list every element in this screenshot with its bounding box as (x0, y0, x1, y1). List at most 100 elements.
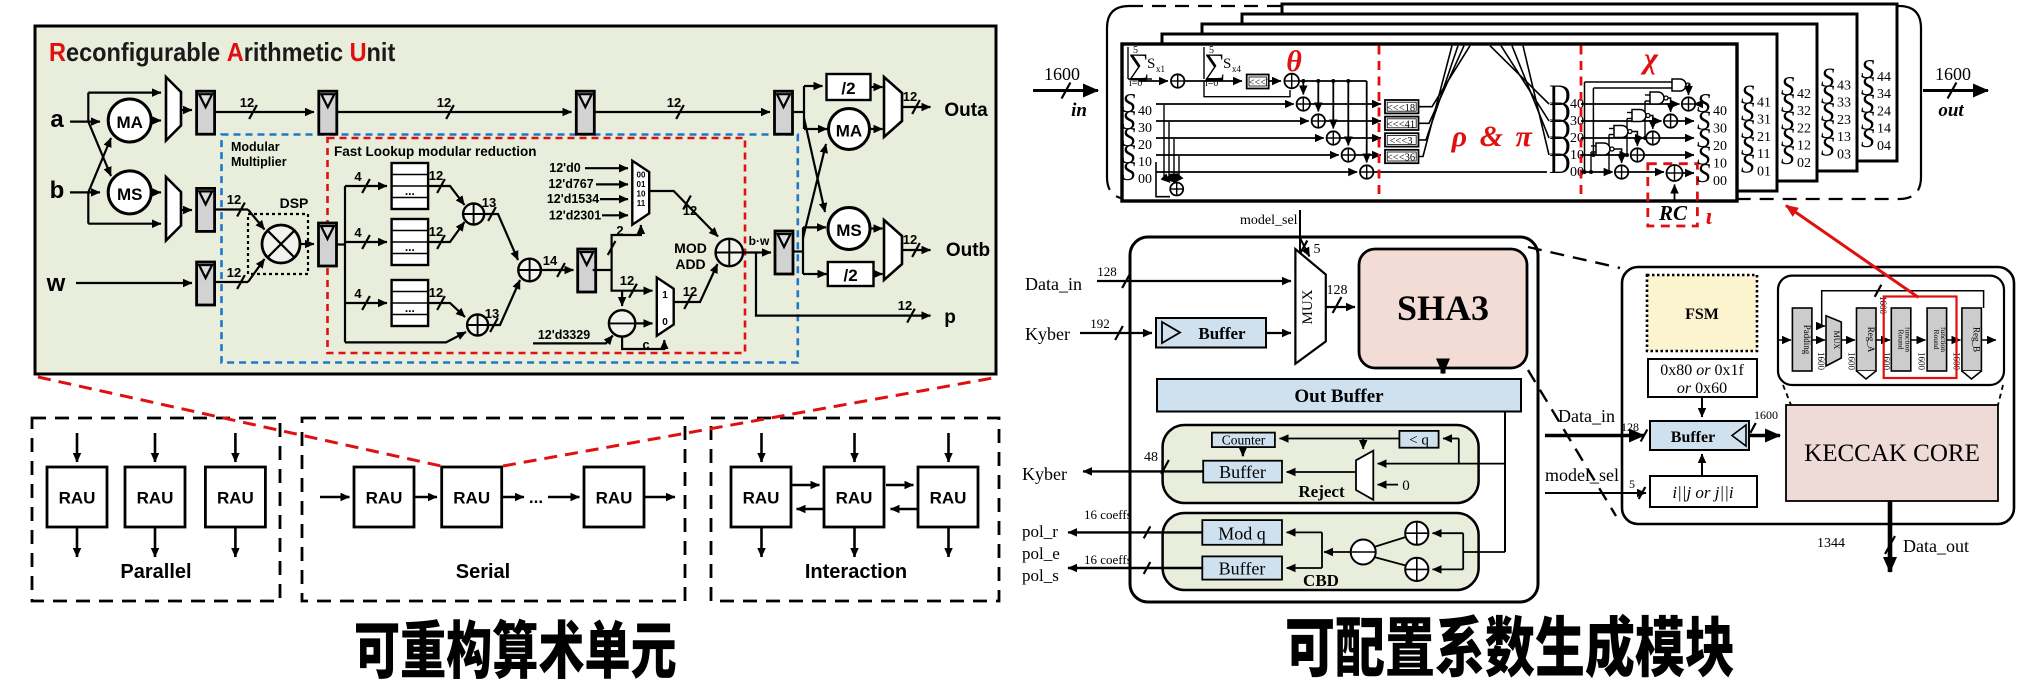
svg-text:MUX: MUX (1300, 289, 1316, 324)
svg-text:14: 14 (543, 253, 558, 268)
svg-text:RAU: RAU (596, 489, 633, 508)
svg-text:DSP: DSP (280, 195, 309, 211)
svg-text:Reconfigurable Arithmetic Unit: Reconfigurable Arithmetic Unit (49, 39, 395, 67)
svg-text:12'd3329: 12'd3329 (538, 328, 590, 342)
svg-text:Buffer: Buffer (1671, 429, 1715, 446)
svg-text:...: ... (405, 184, 415, 198)
svg-text:∑: ∑ (1128, 48, 1149, 81)
svg-text:RAU: RAU (743, 489, 780, 508)
svg-text:RAU: RAU (366, 489, 403, 508)
svg-text:12: 12 (240, 95, 254, 110)
svg-text:x4: x4 (1232, 64, 1242, 74)
svg-text:MS: MS (117, 185, 143, 204)
svg-text:12: 12 (429, 285, 443, 300)
svg-text:00: 00 (1713, 174, 1727, 189)
svg-text:D: D (1549, 79, 1571, 112)
svg-text:192: 192 (1090, 316, 1110, 331)
svg-text:/2: /2 (841, 79, 855, 98)
svg-text:S: S (1697, 106, 1711, 136)
svg-text:Data_out: Data_out (1903, 536, 1969, 556)
svg-text:5: 5 (1133, 45, 1138, 56)
svg-text:i||j or j||i: i||j or j||i (1672, 483, 1733, 502)
svg-text:12: 12 (898, 298, 912, 313)
svg-text:S: S (1861, 123, 1875, 153)
svg-text:S: S (1861, 54, 1875, 84)
svg-text:pol_r: pol_r (1022, 522, 1058, 541)
svg-text:∑: ∑ (1204, 48, 1225, 81)
svg-text:S: S (1821, 63, 1835, 93)
svg-text:Reg_A: Reg_A (1866, 327, 1876, 353)
svg-text:42: 42 (1797, 87, 1811, 102)
svg-text:χ: χ (1640, 42, 1659, 75)
svg-text:S: S (1781, 105, 1795, 135)
svg-text:44: 44 (1877, 70, 1891, 85)
svg-text:1600: 1600 (1882, 352, 1892, 371)
svg-text:23: 23 (1837, 113, 1851, 128)
svg-text:Outa: Outa (944, 100, 988, 121)
svg-text:4: 4 (354, 286, 362, 301)
svg-text:MUX: MUX (1832, 331, 1841, 350)
svg-text:Reg_B: Reg_B (1971, 327, 1981, 352)
svg-text:Serial: Serial (456, 561, 510, 583)
svg-text:Buffer: Buffer (1219, 462, 1266, 482)
svg-text:40: 40 (1713, 104, 1727, 119)
svg-text:RAU: RAU (59, 489, 96, 508)
svg-text:Multiplier: Multiplier (231, 155, 287, 169)
svg-text:<<<36: <<<36 (1387, 153, 1415, 164)
svg-text:128: 128 (1621, 420, 1639, 434)
svg-text:CBD: CBD (1303, 571, 1339, 590)
svg-text:S: S (1821, 97, 1835, 127)
svg-text:10: 10 (637, 190, 646, 199)
svg-text:0x80 or 0x1f: 0x80 or 0x1f (1660, 362, 1744, 379)
svg-text:S: S (1741, 148, 1755, 178)
svg-text:S: S (1781, 140, 1795, 170)
svg-text:S: S (1122, 156, 1136, 186)
svg-text:...: ... (405, 240, 415, 254)
svg-text:MA: MA (836, 122, 862, 141)
svg-text:1600: 1600 (1816, 352, 1826, 371)
svg-text:12: 12 (683, 203, 697, 218)
svg-text:< q: < q (1409, 433, 1429, 449)
svg-text:S: S (1861, 106, 1875, 136)
svg-text:12: 12 (429, 168, 443, 183)
svg-text:02: 02 (1797, 156, 1811, 171)
svg-text:12: 12 (227, 265, 241, 280)
svg-text:or 0x60: or 0x60 (1677, 380, 1727, 397)
svg-text:<<<3: <<<3 (1389, 136, 1412, 147)
svg-text:Round: Round (1932, 329, 1941, 349)
svg-text:03: 03 (1837, 147, 1851, 162)
svg-text:c: c (642, 337, 649, 352)
svg-text:<<<18: <<<18 (1387, 103, 1415, 114)
svg-text:12'd1534: 12'd1534 (547, 192, 599, 206)
svg-text:5: 5 (1629, 477, 1635, 491)
svg-text:5: 5 (1314, 242, 1321, 257)
svg-text:<<<1: <<<1 (1249, 78, 1271, 89)
svg-text:Interaction: Interaction (805, 561, 907, 583)
svg-text:11: 11 (637, 199, 646, 208)
svg-text:16 coeffs: 16 coeffs (1084, 507, 1132, 522)
svg-text:22: 22 (1797, 121, 1811, 136)
svg-text:21: 21 (1757, 130, 1771, 145)
svg-text:0: 0 (662, 317, 668, 328)
svg-text:128: 128 (1097, 264, 1117, 279)
svg-text:Buffer: Buffer (1198, 324, 1246, 343)
svg-text:Modular: Modular (231, 140, 280, 154)
svg-text:S: S (1697, 158, 1711, 188)
svg-text:10: 10 (1138, 155, 1152, 170)
svg-text:10: 10 (1713, 157, 1727, 172)
svg-text:S: S (1741, 114, 1755, 144)
svg-text:i=0: i=0 (1129, 78, 1142, 89)
svg-text:pol_e: pol_e (1022, 544, 1060, 563)
svg-text:1600: 1600 (1754, 408, 1778, 422)
svg-text:12'd2301: 12'd2301 (549, 209, 601, 223)
svg-text:1600: 1600 (1044, 64, 1080, 84)
svg-text:Out Buffer: Out Buffer (1294, 386, 1384, 407)
svg-text:S: S (1781, 71, 1795, 101)
svg-text:a: a (50, 106, 64, 133)
svg-text:S: S (1741, 80, 1755, 110)
svg-text:S: S (1781, 88, 1795, 118)
svg-text:Mod q: Mod q (1218, 524, 1266, 544)
svg-text:out: out (1938, 100, 1964, 121)
svg-text:<<<41: <<<41 (1387, 119, 1415, 130)
svg-text:12: 12 (1797, 139, 1811, 154)
